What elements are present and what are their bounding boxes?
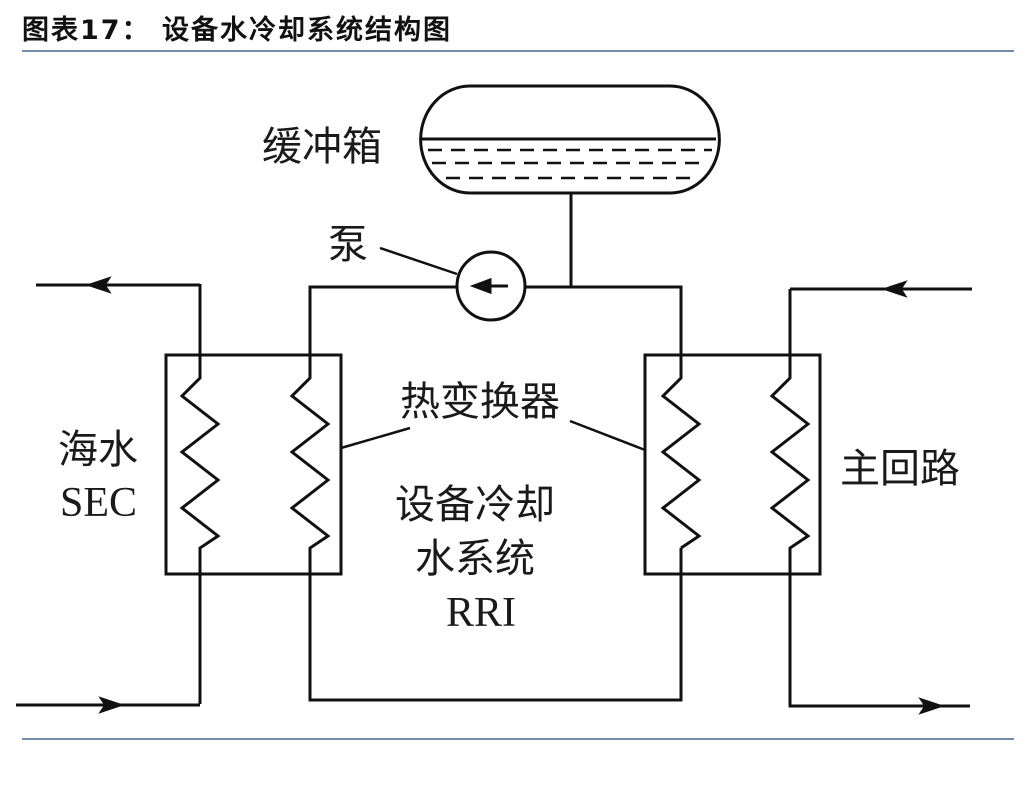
primary-loop-coil [769,289,970,708]
primary-inlet-arrow-icon [881,280,908,298]
seawater-outlet-arrow-icon [85,276,112,294]
bottom-divider [22,738,1014,740]
rri-top-pipe [308,285,683,355]
seawater-coil [179,284,221,704]
pump-leader-line [379,246,458,276]
seawater-inlet-arrow-icon [98,696,125,714]
primary-outlet-arrow-icon [918,697,945,715]
heat-exchanger-label: 热变换器 [400,379,560,425]
system-label-line1: 设备冷却 [395,482,555,528]
system-label-line2: 水系统 [415,536,535,582]
right-heat-exchanger [643,353,822,576]
figure-title: 图表17： 设备水冷却系统结构图 [22,15,452,46]
rri-left-coil [289,355,683,702]
pump [455,250,527,322]
seawater-code-label: SEC [60,480,137,526]
hx-leader-left [340,426,411,450]
seawater-label: 海水 [58,427,138,473]
hx-leader-right [569,419,646,452]
top-divider [22,50,1014,52]
buffer-tank [419,84,721,195]
main-loop-label: 主回路 [840,446,960,492]
rri-right-coil [660,355,702,550]
system-code-label: RRI [446,590,516,636]
left-heat-exchanger [164,353,343,576]
buffer-tank-label: 缓冲箱 [262,124,382,170]
pump-label: 泵 [328,222,368,268]
pump-arrow-icon [469,277,492,295]
